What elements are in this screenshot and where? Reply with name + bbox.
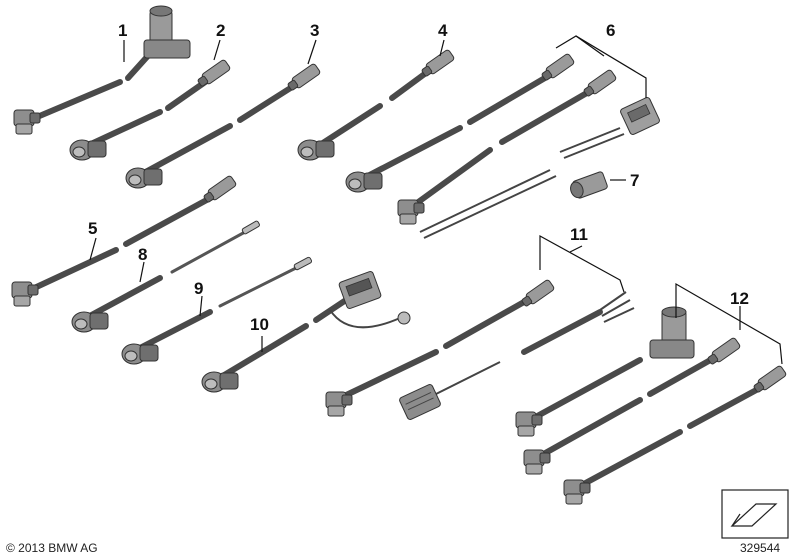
cable-assembly-4 — [297, 48, 456, 161]
callout-labels: 1 2 3 4 5 6 7 8 9 10 11 12 — [88, 21, 749, 334]
cable-assembly-10 — [201, 271, 411, 393]
cable-assembly-6 — [345, 35, 660, 239]
cable-assembly-8 — [71, 220, 260, 333]
cable-assembly-1 — [13, 5, 191, 135]
label-3: 3 — [310, 21, 319, 40]
cable-assembly-2 — [69, 58, 232, 161]
label-9: 9 — [194, 279, 203, 298]
label-10: 10 — [250, 315, 269, 334]
label-12: 12 — [730, 289, 749, 308]
label-6: 6 — [606, 21, 615, 40]
label-5: 5 — [88, 219, 97, 238]
cable-assembly-5 — [11, 174, 238, 307]
cable-assembly-9 — [121, 256, 313, 365]
label-11: 11 — [570, 225, 588, 244]
label-8: 8 — [138, 245, 147, 264]
label-7: 7 — [630, 171, 639, 190]
connector-7 — [570, 171, 626, 199]
cable-assembly-3 — [125, 62, 322, 189]
label-1: 1 — [118, 21, 127, 40]
diagram-number: 329544 — [740, 541, 780, 555]
copyright-text: © 2013 BMW AG — [6, 541, 98, 555]
label-2: 2 — [216, 21, 225, 40]
label-4: 4 — [438, 21, 448, 40]
cable-assembly-11 — [325, 234, 635, 420]
folded-arrow-icon — [721, 489, 789, 539]
leader-lines — [123, 39, 445, 65]
cable-assembly-12 — [515, 282, 788, 505]
